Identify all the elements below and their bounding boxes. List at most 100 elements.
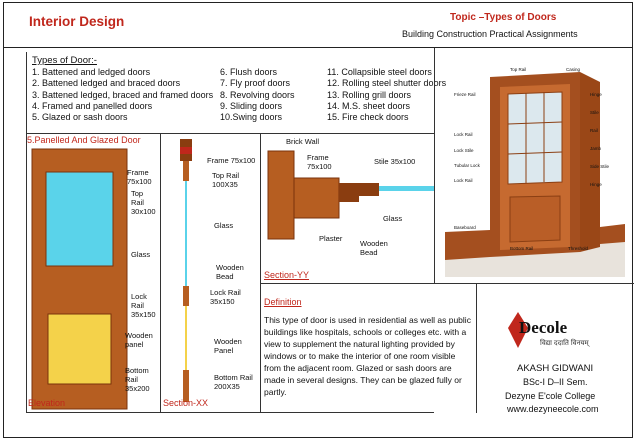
- elevation-caption: Elevation: [28, 398, 66, 408]
- types-divider: [26, 133, 434, 134]
- xx-frame-label: Frame 75x100: [207, 156, 256, 165]
- xx-lock-rail-label: Lock Rail 35x150: [210, 288, 241, 306]
- page-border: [3, 2, 633, 438]
- sectionyy-right-border: [434, 133, 435, 283]
- college-name: Dezyne E'cole College: [505, 391, 596, 401]
- yy-wooden-bead-label: Wooden Bead: [360, 239, 388, 257]
- yy-plaster-label: Plaster: [319, 234, 343, 243]
- list-item: 6. Flush doors: [220, 67, 278, 77]
- yy-stile: [339, 183, 379, 196]
- photo-label: Threshold: [568, 246, 589, 251]
- photo-label: Lock Stile: [454, 148, 474, 153]
- elevation-heading: 5.Panelled And Glazed Door: [27, 135, 141, 145]
- sectionyy-caption: Section-YY: [264, 270, 310, 280]
- list-item: 12. Rolling steel shutter doors: [327, 78, 447, 89]
- logo-text: Decole: [519, 318, 568, 337]
- elevation-top-rail-label: Top Rail 30x100: [131, 189, 156, 216]
- yy-bead: [339, 196, 359, 202]
- glass-pane: [45, 171, 114, 267]
- logo-d-mark: [508, 312, 528, 348]
- xx-glass-label: Glass: [214, 221, 234, 230]
- photo-label: Lock Rail: [454, 178, 473, 183]
- elevation-glass-label: Glass: [131, 250, 151, 259]
- types-col1: 1. Battened and ledged doors 2. Battened…: [32, 67, 213, 123]
- types-col3: 11. Collapsible steel doors 12. Rolling …: [327, 67, 446, 123]
- photo-label: Tubular Lock: [454, 163, 480, 168]
- types-col2: 6. Flush doors 7. Fly proof doors 8. Rev…: [220, 67, 295, 123]
- elevation-lock-rail-label: Lock Rail 35x150: [131, 292, 156, 319]
- types-heading: Types of Door:-: [32, 55, 97, 66]
- yy-glass: [379, 186, 434, 191]
- elevation-left-border: [26, 133, 27, 412]
- header-left-title: Interior Design: [29, 14, 125, 29]
- door-jamb: [580, 72, 600, 252]
- college-website[interactable]: www.dezyneecole.com: [507, 404, 599, 414]
- xx-lock-rail: [183, 286, 189, 306]
- yy-frame-label: Frame 75x100: [307, 153, 332, 171]
- definition-top-border: [260, 283, 634, 284]
- list-item: 1. Battened and ledged doors: [32, 67, 151, 77]
- list-item: 11. Collapsible steel doors: [327, 67, 432, 77]
- baseboard: [445, 230, 490, 260]
- photo-label: Frieze Rail: [454, 92, 476, 97]
- logo-tagline: विद्या ददाति विनयम्: [540, 340, 589, 347]
- list-item: 15. Fire check doors: [327, 112, 409, 123]
- elevation-frame-label: Frame 75x100: [127, 168, 152, 186]
- muntin: [507, 121, 563, 125]
- author-course: BSc-I D–II Sem.: [523, 377, 588, 387]
- door-glass: [507, 91, 563, 185]
- photo-label: Baseboard: [454, 225, 476, 230]
- yy-stile-label: Stile 35x100: [374, 157, 416, 166]
- elevation-wooden-panel-label: Wooden panel: [125, 331, 153, 349]
- door-panel: [509, 195, 561, 243]
- definition-text: This type of door is used in residential…: [264, 315, 471, 397]
- list-item: 3. Battened ledged, braced and framed do…: [32, 89, 214, 100]
- wooden-panel: [47, 313, 112, 385]
- list-item: 7. Fly proof doors: [220, 78, 291, 89]
- list-item: 2. Battened ledged and braced doors: [32, 78, 181, 89]
- xx-top-rail-label: Top Rail 100X35: [212, 171, 240, 189]
- bottom-border: [26, 412, 434, 413]
- xx-bottom-rail-label: Bottom Rail 200X35: [214, 373, 253, 391]
- definition-right-border: [476, 283, 477, 413]
- types-left-border: [26, 52, 27, 134]
- elevation-drawing: [31, 148, 128, 410]
- xx-wooden-bead-label: Wooden Bead: [216, 263, 244, 281]
- sectionxx-caption: Section-XX: [163, 398, 209, 408]
- list-item: 14. M.S. sheet doors: [327, 100, 411, 111]
- list-item: 4. Framed and panelled doors: [32, 100, 153, 111]
- photo-label: Jamb: [590, 146, 602, 151]
- door-illustration: [445, 72, 625, 277]
- xx-wooden-panel-label: Wooden Panel: [214, 337, 242, 355]
- list-item: 8. Revolving doors: [220, 89, 295, 100]
- photo-label: Casing: [566, 67, 581, 72]
- photo-label: Bottom Rail: [510, 246, 534, 251]
- list-item: 10.Swing doors: [220, 112, 283, 123]
- muntin: [507, 151, 563, 155]
- photo-label: Side Stile: [590, 164, 610, 169]
- photo-label: Rail: [590, 128, 598, 133]
- xx-frame-mark: [180, 147, 192, 154]
- logo-diamond: [508, 312, 528, 348]
- photo-label: Hinge: [590, 182, 602, 187]
- photo-label: Lock Rail: [454, 132, 473, 137]
- baseboard: [600, 224, 625, 244]
- list-item: 5. Glazed or sash doors: [32, 112, 128, 123]
- definition-heading: Definition: [264, 297, 302, 307]
- header-subtitle: Building Construction Practical Assignme…: [402, 29, 578, 39]
- author-name: AKASH GIDWANI: [517, 363, 594, 374]
- header-topic: Topic –Types of Doors: [450, 12, 557, 23]
- yy-frame: [293, 177, 340, 219]
- list-item: 13. Rolling grill doors: [327, 89, 412, 100]
- yy-brick-wall-label: Brick Wall: [286, 137, 320, 146]
- yy-glass-label: Glass: [383, 214, 403, 223]
- xx-glass: [185, 181, 187, 286]
- header-divider: [4, 47, 632, 48]
- sectionyy-drawing: [267, 150, 434, 240]
- elevation-bottom-rail-label: Bottom Rail 35x200: [125, 366, 150, 393]
- xx-bottom-rail: [183, 370, 189, 402]
- elevation-right-border: [160, 133, 161, 412]
- list-item: 9. Sliding doors: [220, 100, 283, 111]
- photo-label: Stile: [590, 110, 599, 115]
- photo-label: Top Rail: [510, 67, 527, 72]
